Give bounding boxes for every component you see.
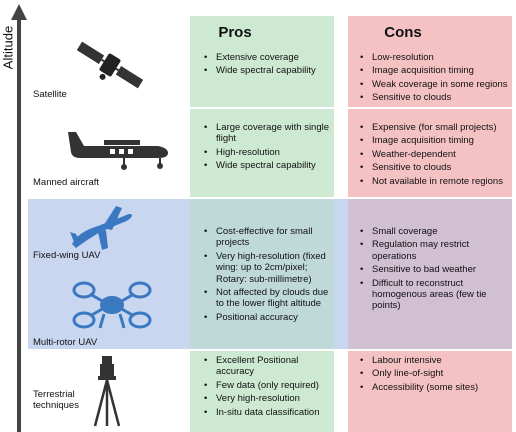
category-terrestrial-line-1: Terrestrial — [33, 389, 75, 400]
fixed-wing-uav-icon — [70, 206, 132, 250]
pros-terrestrial-list: Excellent Positional accuracy Few data (… — [201, 355, 331, 420]
list-item: Very high-resolution (fixed wing: up to … — [201, 251, 331, 285]
total-station-tripod-icon — [93, 356, 121, 427]
cons-terrestrial-list: Labour intensive Only line-of-sight Acce… — [357, 355, 509, 395]
list-item: Accessibility (some sites) — [357, 382, 509, 394]
pros-satellite-list: Extensive coverage Wide spectral capabil… — [201, 52, 331, 79]
axis-label: Altitude — [0, 25, 16, 70]
list-item: Low-resolution — [357, 52, 509, 64]
list-item: Only line-of-sight — [357, 368, 509, 380]
list-item: Small coverage — [357, 226, 509, 238]
list-item: Few data (only required) — [201, 380, 331, 392]
multi-rotor-uav-icon — [72, 281, 152, 329]
list-item: Labour intensive — [357, 355, 509, 367]
list-item: Extensive coverage — [201, 52, 331, 64]
category-multi-rotor-uav: Multi-rotor UAV — [33, 337, 98, 348]
row-divider — [28, 197, 512, 199]
list-item: Sensitive to clouds — [357, 162, 509, 174]
category-terrestrial-line-2: techniques — [33, 400, 79, 411]
list-item: Positional accuracy — [201, 312, 331, 324]
list-item: Not affected by clouds due to the lower … — [201, 287, 331, 310]
list-item: Wide spectral capability — [201, 160, 331, 172]
list-item: Weak coverage in some regions — [357, 79, 509, 91]
category-satellite: Satellite — [33, 89, 67, 100]
category-fixed-wing-uav: Fixed-wing UAV — [33, 250, 101, 261]
category-terrestrial-techniques: Terrestrial techniques — [33, 389, 79, 411]
arrow-up-icon — [11, 4, 27, 20]
satellite-icon — [76, 41, 144, 89]
list-item: Difficult to reconstruct homogenous area… — [357, 278, 509, 312]
category-manned-aircraft: Manned aircraft — [33, 177, 100, 188]
list-item: Expensive (for small projects) — [357, 122, 509, 134]
list-item: Sensitive to clouds — [357, 92, 509, 104]
row-divider — [28, 107, 512, 109]
list-item: Large coverage with single flight — [201, 122, 331, 145]
pros-uav-list: Cost-effective for small projects Very h… — [201, 226, 331, 325]
list-item: Image acquisition timing — [357, 65, 509, 77]
list-item: Very high-resolution — [201, 393, 331, 405]
list-item: Regulation may restrict operations — [357, 239, 509, 262]
pros-header: Pros — [218, 24, 252, 41]
cons-header: Cons — [384, 24, 422, 41]
list-item: Sensitive to bad weather — [357, 264, 509, 276]
list-item: High-resolution — [201, 147, 331, 159]
list-item: Image acquisition timing — [357, 135, 509, 147]
cons-satellite-list: Low-resolution Image acquisition timing … — [357, 52, 509, 106]
airplane-icon — [68, 132, 168, 170]
cons-manned-list: Expensive (for small projects) Image acq… — [357, 122, 509, 189]
list-item: Not available in remote regions — [357, 176, 509, 188]
altitude-axis — [17, 18, 21, 432]
pros-manned-list: Large coverage with single flight High-r… — [201, 122, 331, 174]
cons-uav-list: Small coverage Regulation may restrict o… — [357, 226, 509, 314]
list-item: Weather-dependent — [357, 149, 509, 161]
list-item: Excellent Positional accuracy — [201, 355, 331, 378]
list-item: Cost-effective for small projects — [201, 226, 331, 249]
list-item: Wide spectral capability — [201, 65, 331, 77]
list-item: In-situ data classification — [201, 407, 331, 419]
row-divider — [28, 349, 512, 351]
